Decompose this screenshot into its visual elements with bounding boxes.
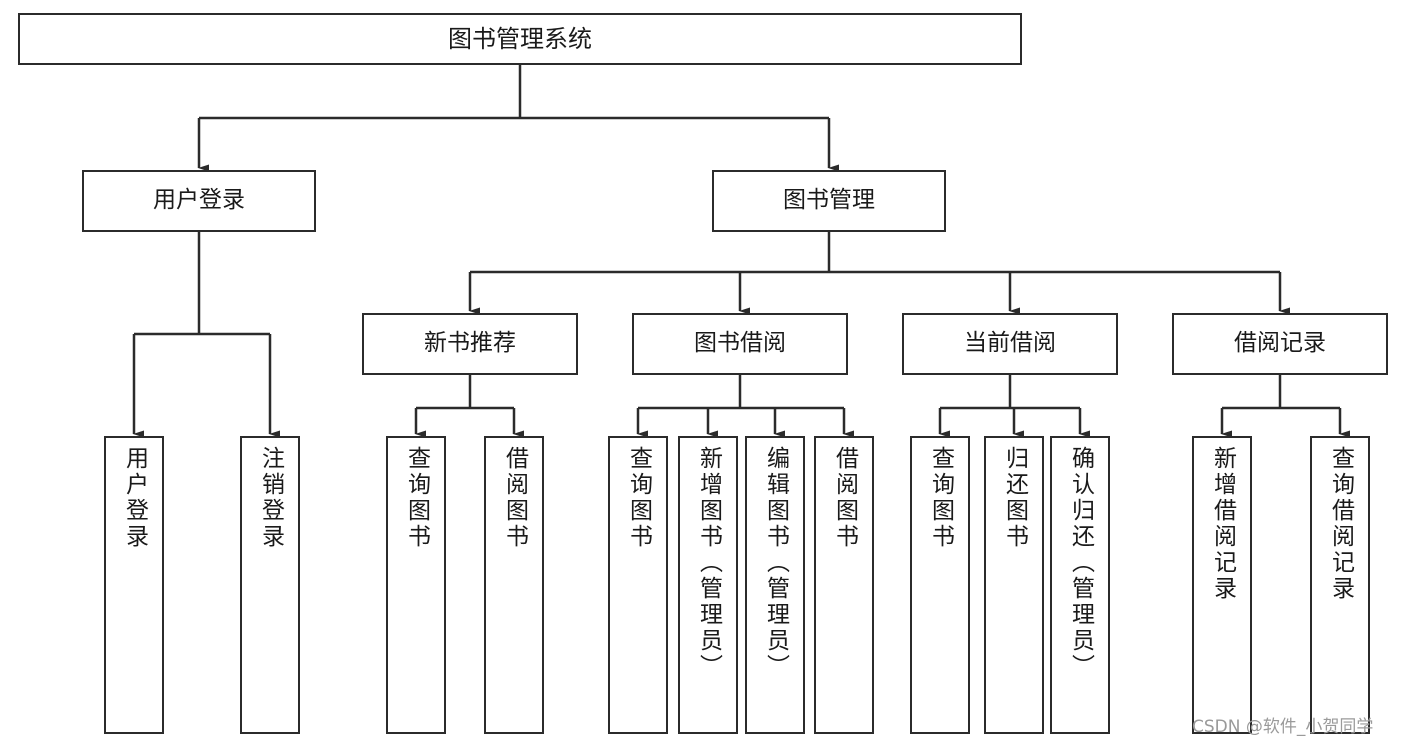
node-label: 借阅图书	[831, 446, 858, 550]
node-label: 查询图书	[403, 446, 430, 550]
leaf-node-新增图书管理员-5: 新增图书（管理员）	[678, 436, 738, 734]
node-label: 用户登录	[121, 446, 148, 550]
node-label: 查询借阅记录	[1327, 446, 1354, 602]
node-label: 借阅记录	[1234, 330, 1326, 357]
level3-node-图书借阅-1: 图书借阅	[632, 313, 848, 375]
node-label: 借阅图书	[501, 446, 528, 550]
node-label: 查询图书	[625, 446, 652, 550]
leaf-node-编辑图书管理员-6: 编辑图书（管理员）	[745, 436, 805, 734]
leaf-node-借阅图书-7: 借阅图书	[814, 436, 874, 734]
leaf-node-查询借阅记录-12: 查询借阅记录	[1310, 436, 1370, 734]
leaf-node-归还图书-9: 归还图书	[984, 436, 1044, 734]
level2-node-用户登录-0: 用户登录	[82, 170, 316, 232]
leaf-node-用户登录-0: 用户登录	[104, 436, 164, 734]
node-label: 用户登录	[153, 187, 245, 214]
node-label: 图书管理系统	[448, 24, 592, 53]
root-node-图书管理系统: 图书管理系统	[18, 13, 1022, 65]
level3-node-新书推荐-0: 新书推荐	[362, 313, 578, 375]
level3-node-当前借阅-2: 当前借阅	[902, 313, 1118, 375]
node-label: 编辑图书（管理员）	[762, 446, 789, 680]
node-label: 图书借阅	[694, 330, 786, 357]
node-label: 新增图书（管理员）	[695, 446, 722, 680]
node-label: 归还图书	[1001, 446, 1028, 550]
node-label: 注销登录	[257, 446, 284, 550]
node-label: 确认归还（管理员）	[1067, 446, 1094, 680]
node-label: 新增借阅记录	[1209, 446, 1236, 602]
level3-node-借阅记录-3: 借阅记录	[1172, 313, 1388, 375]
leaf-node-查询图书-4: 查询图书	[608, 436, 668, 734]
node-label: 查询图书	[927, 446, 954, 550]
leaf-node-查询图书-8: 查询图书	[910, 436, 970, 734]
leaf-node-借阅图书-3: 借阅图书	[484, 436, 544, 734]
node-label: 新书推荐	[424, 330, 516, 357]
leaf-node-确认归还管理员-10: 确认归还（管理员）	[1050, 436, 1110, 734]
leaf-node-注销登录-1: 注销登录	[240, 436, 300, 734]
watermark-text: CSDN @软件_小贺同学	[1192, 717, 1374, 737]
leaf-node-查询图书-2: 查询图书	[386, 436, 446, 734]
leaf-node-新增借阅记录-11: 新增借阅记录	[1192, 436, 1252, 734]
node-label: 图书管理	[783, 187, 875, 214]
node-label: 当前借阅	[964, 330, 1056, 357]
level2-node-图书管理-1: 图书管理	[712, 170, 946, 232]
